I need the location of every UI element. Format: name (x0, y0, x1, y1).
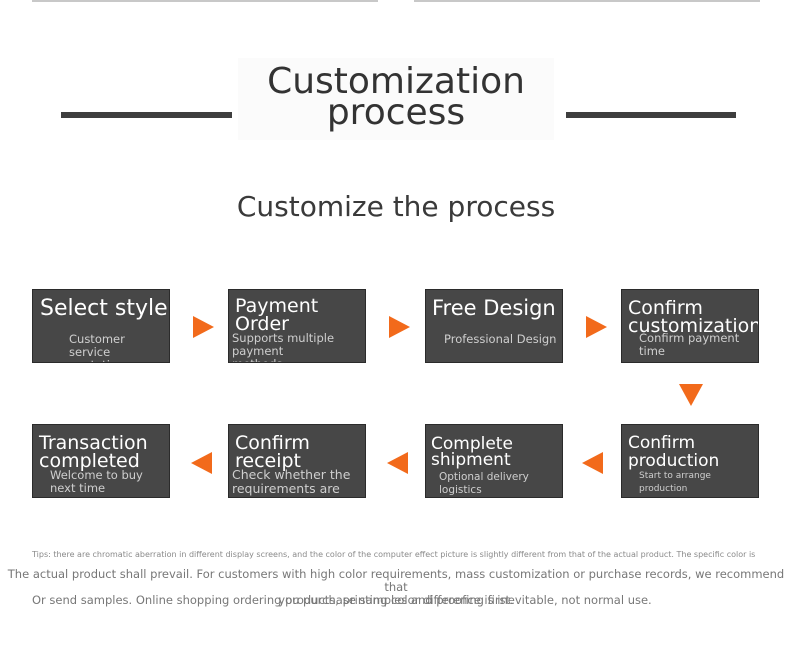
step-transaction-completed: Transaction completed Welcome to buy nex… (32, 424, 170, 498)
step-title: Free Design (432, 296, 556, 320)
step-title: Payment Order (235, 295, 319, 335)
arrow-left-icon (191, 452, 212, 474)
title-divider-left (61, 112, 232, 118)
step-confirm-customization: Confirm customization Confirm payment ti… (621, 289, 759, 363)
arrow-down-icon (679, 384, 703, 406)
note-text: The actual product shall prevail. For cu… (7, 567, 785, 607)
title-box: Customization process (238, 58, 554, 140)
title-divider-right (566, 112, 736, 118)
step-desc: Supports multiple payment methods (232, 331, 335, 363)
step-title: Confirm customization (628, 297, 759, 337)
arrow-left-icon (387, 452, 408, 474)
step-title: Confirm receipt (235, 432, 310, 472)
step-title: Confirm production (628, 433, 720, 471)
arrow-right-icon (193, 316, 214, 338)
arrow-left-icon (582, 452, 603, 474)
step-desc: Check whether the requirements are met (232, 467, 351, 498)
step-confirm-production: Confirm production Start to arrange prod… (621, 424, 759, 498)
step-confirm-receipt: Confirm receipt Check whether the requir… (228, 424, 366, 498)
step-desc: Optional delivery logistics (439, 471, 529, 496)
top-divider-right (414, 0, 760, 2)
section-subtitle: Customize the process (236, 190, 556, 223)
arrow-right-icon (389, 316, 410, 338)
page-title: Customization process (267, 61, 525, 133)
step-title: Select style (40, 296, 168, 321)
step-desc: Confirm payment time (639, 331, 740, 358)
step-desc: Welcome to buy next time (50, 468, 143, 495)
step-free-design: Free Design Professional Design (425, 289, 563, 363)
step-title: Transaction completed (39, 432, 148, 472)
top-divider-left (32, 0, 378, 2)
step-complete-shipment: Complete shipment Optional delivery logi… (425, 424, 563, 498)
step-payment-order: Payment Order Supports multiple payment … (228, 289, 366, 363)
step-desc: Customer service quotation (69, 332, 125, 363)
arrow-right-icon (586, 316, 607, 338)
step-title: Complete shipment (431, 434, 513, 470)
step-desc: Start to arrange production (639, 471, 711, 494)
step-select-style: Select style Customer service quotation (32, 289, 170, 363)
tips-text: Tips: there are chromatic aberration in … (32, 550, 756, 559)
note-text-secondary: Or send samples. Online shopping orderin… (32, 593, 652, 607)
step-desc: Professional Design (444, 332, 557, 346)
